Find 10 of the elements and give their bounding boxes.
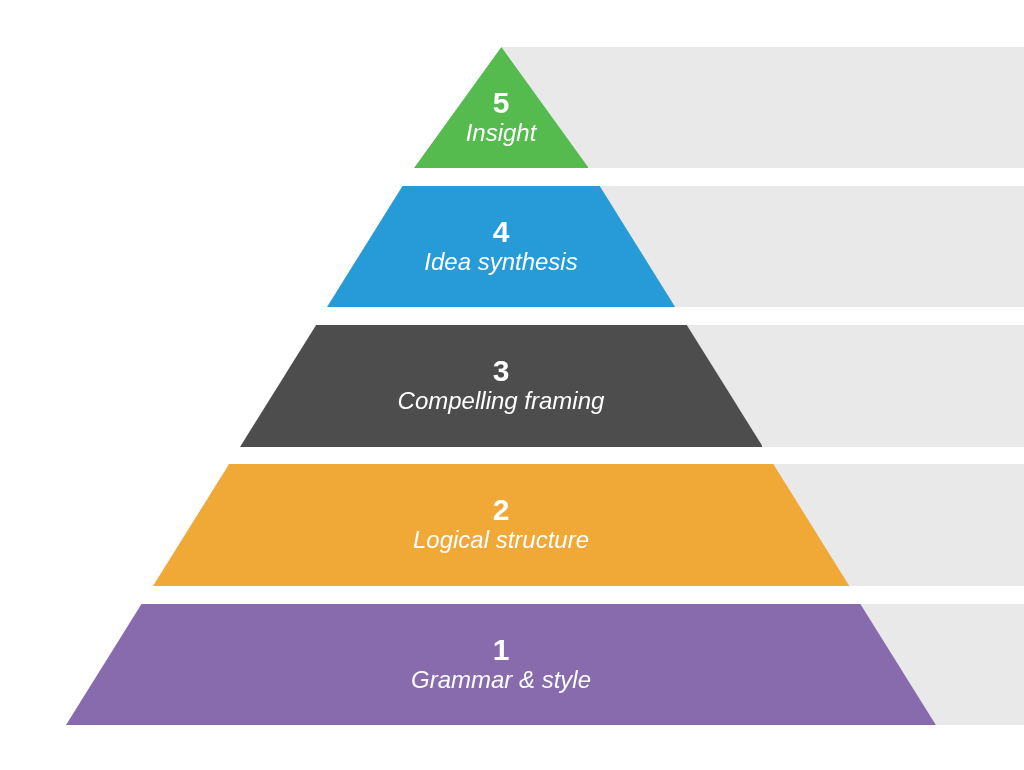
level-label: Compelling framing <box>397 387 605 415</box>
level-label: Insight <box>465 119 537 147</box>
level-label: Logical structure <box>412 526 590 554</box>
level-number: 2 <box>492 494 510 526</box>
level-number: 5 <box>492 87 510 119</box>
level-number: 4 <box>492 216 510 248</box>
level-number: 3 <box>492 355 510 387</box>
level-label: Grammar & style <box>410 666 591 694</box>
level-label: Idea synthesis <box>424 248 578 276</box>
level-number: 1 <box>492 634 510 666</box>
